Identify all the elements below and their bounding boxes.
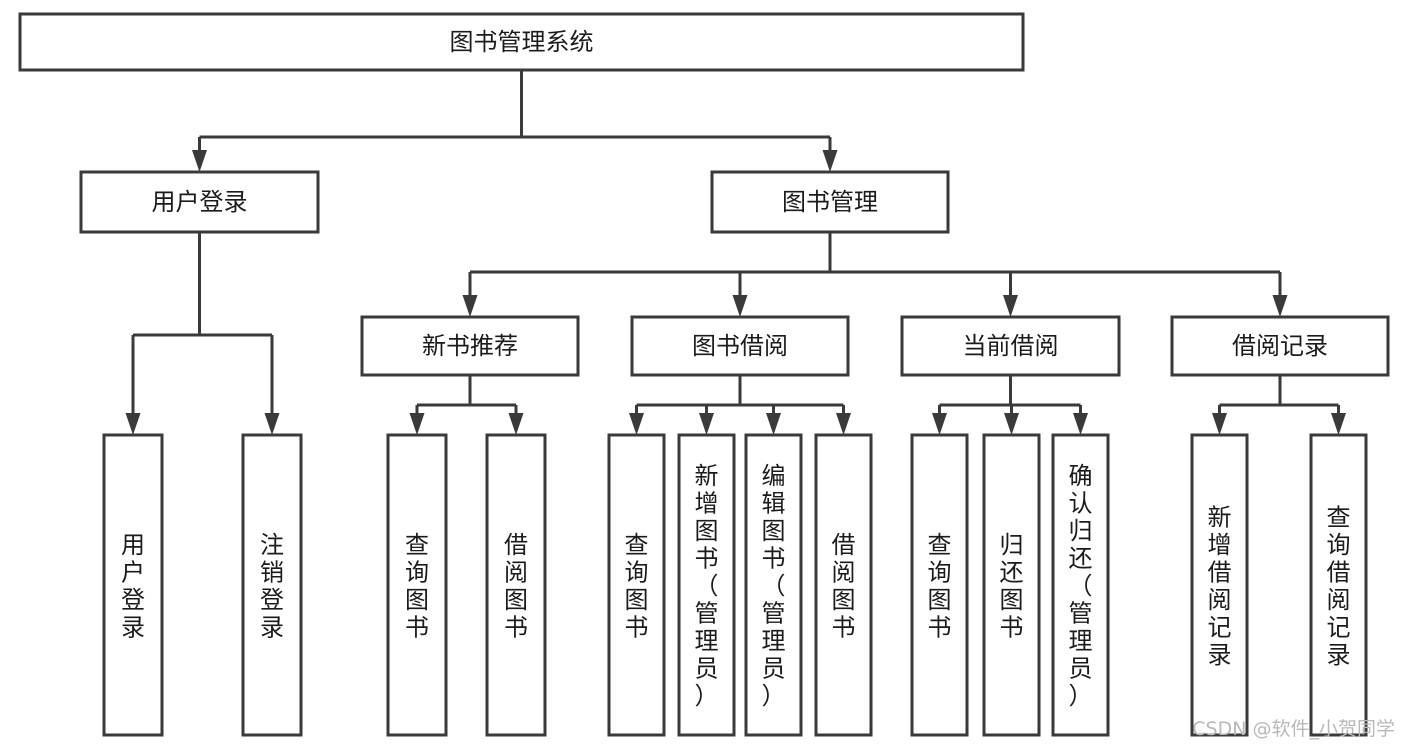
node-box	[677, 433, 736, 737]
arrow-head-icon	[508, 413, 524, 435]
node-book-borrow[interactable]: 图书借阅	[630, 315, 850, 377]
node-box	[102, 433, 164, 737]
node-leaf-add-borrow-record[interactable]: 新增借阅记录	[1190, 433, 1249, 737]
node-user-login[interactable]: 用户登录	[79, 170, 320, 234]
arrow-head-icon	[932, 413, 947, 435]
arrow-head-icon	[192, 150, 207, 172]
node-leaf-query-book-borrow[interactable]: 查询图书	[607, 433, 666, 737]
arrow-head-icon	[1331, 413, 1346, 435]
node-label: 确认归还（管理员）	[1069, 462, 1093, 710]
arrow-head-icon	[1272, 295, 1288, 317]
node-borrow-record[interactable]: 借阅记录	[1170, 315, 1390, 377]
node-leaf-user-logout[interactable]: 注销登录	[241, 433, 303, 737]
node-current-borrow[interactable]: 当前借阅	[900, 315, 1121, 377]
connector-layer	[125, 70, 1346, 435]
arrow-head-icon	[125, 413, 141, 435]
node-label: 借阅图书	[832, 531, 856, 642]
node-label: 归还图书	[1000, 531, 1024, 642]
node-box	[1170, 315, 1390, 377]
arrow-head-icon	[822, 150, 838, 172]
node-box	[18, 12, 1025, 72]
node-leaf-return-book[interactable]: 归还图书	[982, 433, 1041, 737]
node-root[interactable]: 图书管理系统	[18, 12, 1025, 72]
node-leaf-borrow-book[interactable]: 借阅图书	[814, 433, 873, 737]
arrow-head-icon	[1212, 413, 1227, 435]
node-label: 编辑图书（管理员）	[762, 462, 786, 710]
node-box	[360, 315, 580, 377]
arrow-head-icon	[836, 413, 851, 435]
arrow-head-icon	[409, 413, 425, 435]
node-label: 用户登录	[152, 188, 248, 216]
node-box	[814, 433, 873, 737]
node-box	[1309, 433, 1368, 737]
arrow-head-icon	[264, 413, 280, 435]
node-box	[241, 433, 303, 737]
node-new-book-recommend[interactable]: 新书推荐	[360, 315, 580, 377]
node-label: 用户登录	[121, 531, 145, 642]
node-label: 查询图书	[625, 531, 649, 642]
node-leaf-query-book-current[interactable]: 查询图书	[910, 433, 969, 737]
node-box	[607, 433, 666, 737]
node-label: 新书推荐	[422, 332, 518, 360]
node-box	[485, 433, 547, 737]
node-leaf-borrow-book-recommend[interactable]: 借阅图书	[485, 433, 547, 737]
arrow-head-icon	[1004, 413, 1019, 435]
node-box	[900, 315, 1121, 377]
node-label: 新增图书（管理员）	[695, 462, 719, 710]
node-box	[982, 433, 1041, 737]
node-label: 借阅记录	[1232, 332, 1328, 360]
watermark-text: CSDN @软件_小贺同学	[1192, 718, 1395, 740]
node-layer: 图书管理系统用户登录图书管理新书推荐图书借阅当前借阅借阅记录用户登录注销登录查询…	[18, 12, 1390, 737]
node-leaf-query-book-recommend[interactable]: 查询图书	[386, 433, 448, 737]
node-box	[79, 170, 320, 234]
node-book-management[interactable]: 图书管理	[710, 170, 950, 234]
node-label: 查询借阅记录	[1327, 503, 1351, 669]
node-box	[630, 315, 850, 377]
node-label: 图书管理系统	[450, 28, 594, 56]
node-box	[710, 170, 950, 234]
node-box	[910, 433, 969, 737]
node-leaf-edit-book[interactable]: 编辑图书（管理员）	[744, 433, 803, 737]
node-box	[1051, 433, 1110, 737]
arrow-head-icon	[1073, 413, 1088, 435]
arrow-head-icon	[462, 295, 478, 317]
node-label: 图书借阅	[692, 332, 788, 360]
node-box	[1190, 433, 1249, 737]
node-label: 借阅图书	[504, 531, 528, 642]
arrow-head-icon	[732, 295, 748, 317]
arrow-head-icon	[1003, 295, 1018, 317]
arrow-head-icon	[629, 413, 644, 435]
node-leaf-add-book[interactable]: 新增图书（管理员）	[677, 433, 736, 737]
arrow-head-icon	[766, 413, 781, 435]
node-label: 注销登录	[260, 531, 284, 642]
node-label: 新增借阅记录	[1208, 503, 1232, 669]
arrow-head-icon	[699, 413, 714, 435]
node-box	[744, 433, 803, 737]
node-leaf-confirm-return[interactable]: 确认归还（管理员）	[1051, 433, 1110, 737]
node-leaf-user-login[interactable]: 用户登录	[102, 433, 164, 737]
node-label: 查询图书	[928, 531, 952, 642]
node-label: 查询图书	[405, 531, 429, 642]
node-label: 图书管理	[782, 188, 878, 216]
node-box	[386, 433, 448, 737]
node-label: 当前借阅	[963, 332, 1059, 360]
node-leaf-query-borrow-record[interactable]: 查询借阅记录	[1309, 433, 1368, 737]
